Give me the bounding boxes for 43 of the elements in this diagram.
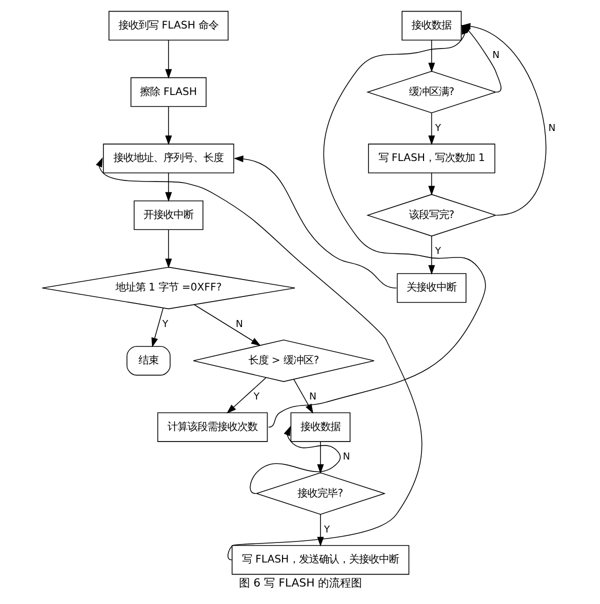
edge-label: N — [342, 452, 350, 463]
node-box: 计算该段需接收次数 — [156, 412, 268, 442]
node-box: 擦除 FLASH — [130, 77, 206, 107]
arrow — [249, 426, 340, 494]
arrow — [164, 229, 172, 268]
node-box: 接收数据 — [290, 412, 350, 442]
arrow — [428, 112, 435, 146]
node-diamond: 接收完毕? — [254, 472, 386, 515]
node-diamond: 缓冲区满? — [366, 70, 496, 114]
arrow — [233, 156, 396, 288]
arrow — [428, 172, 435, 196]
edge-label: N — [548, 122, 556, 134]
arrow — [164, 106, 172, 146]
arrow — [428, 40, 435, 72]
edge-label: Y — [253, 392, 259, 403]
edge-label: Y — [162, 318, 168, 330]
node-box: 结束 — [126, 346, 170, 376]
edge-label: N — [235, 318, 242, 330]
arrow — [316, 441, 324, 474]
edge-label: Y — [434, 246, 440, 258]
node-box: 写 FLASH，写次数加 1 — [368, 144, 495, 174]
node-diamond: 地址第 1 字节 =0XFF? — [41, 266, 295, 310]
arrow — [428, 236, 435, 275]
arrow — [226, 377, 266, 414]
edge-label: N — [308, 392, 316, 403]
edge-label: Y — [434, 122, 440, 134]
arrow — [193, 304, 260, 346]
node-box: 接收到写 FLASH 命令 — [108, 10, 228, 40]
node-diamond: 该段写完? — [366, 194, 496, 236]
arrow — [292, 378, 313, 414]
caption: 图 6 写 FLASH 的流程图 — [238, 576, 362, 590]
node-box: 关接收中断 — [396, 273, 466, 303]
edge-label: Y — [323, 524, 330, 536]
node-diamond: 长度 > 缓冲区? — [192, 340, 374, 382]
node-box: 接收数据 — [401, 10, 462, 40]
arrow — [164, 40, 172, 79]
arrow — [164, 172, 172, 202]
node-box: 写 FLASH，发送确认，关接收中断 — [231, 545, 409, 575]
arrow — [150, 308, 163, 348]
edge-label: N — [492, 50, 500, 62]
node-box: 接收地址、序列号、长度 — [102, 144, 234, 174]
arrow — [95, 157, 422, 560]
node-box: 开接收中断 — [133, 200, 203, 230]
